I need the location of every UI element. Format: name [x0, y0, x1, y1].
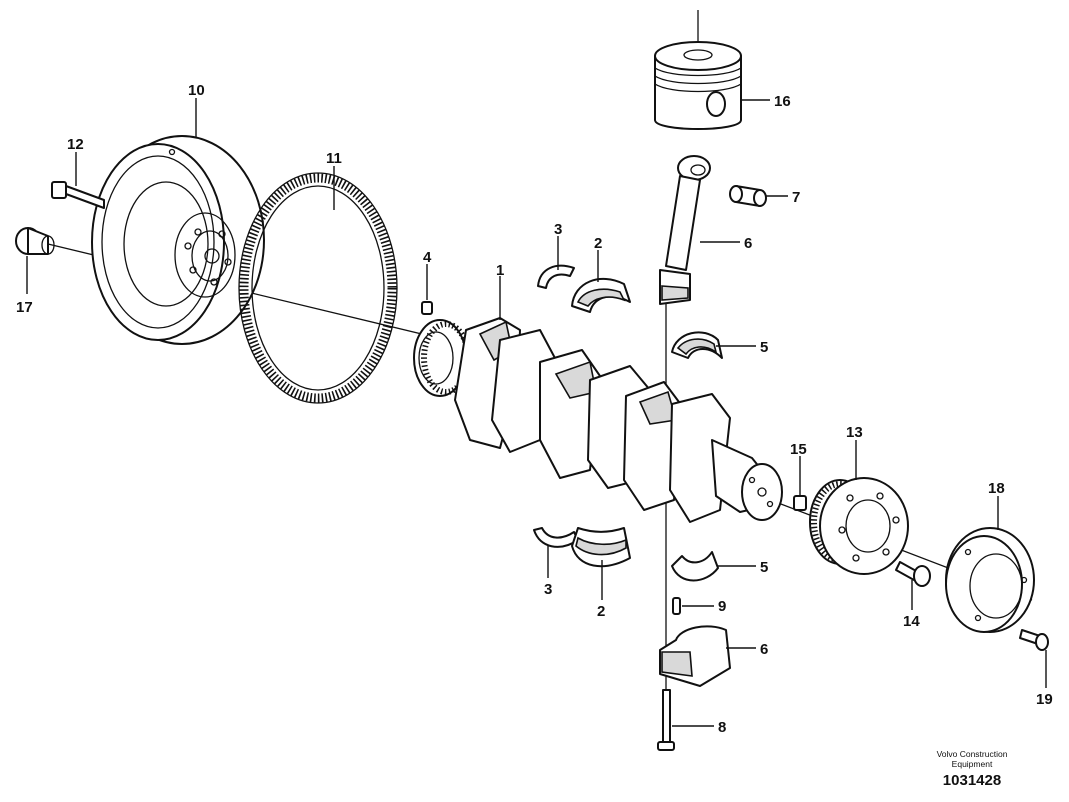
part-1-crankshaft — [413, 317, 783, 523]
callout-numbers: 10 12 11 17 4 1 3 2 16 7 6 5 15 13 18 3 … — [16, 82, 1053, 736]
callout-12: 12 — [67, 136, 84, 153]
callout-15: 15 — [790, 441, 807, 458]
part-19-bolt — [1019, 629, 1049, 651]
part-15-pin — [793, 495, 807, 511]
part-6-connecting-rod — [659, 155, 711, 305]
part-7-piston-pin — [729, 185, 767, 207]
callout-2-lower: 2 — [597, 603, 605, 620]
part-13-pulley — [809, 477, 909, 575]
part-3-thrust-washer-lower — [533, 527, 579, 548]
callout-17: 17 — [16, 299, 33, 316]
callout-14: 14 — [903, 613, 920, 630]
callout-7: 7 — [792, 189, 800, 206]
callout-9: 9 — [718, 598, 726, 615]
callout-13: 13 — [846, 424, 863, 441]
callout-6-lower: 6 — [760, 641, 768, 658]
credit-company-line1: Volvo Construction — [937, 749, 1008, 759]
callout-5-upper: 5 — [760, 339, 768, 356]
callout-5-lower: 5 — [760, 559, 768, 576]
part-16-piston — [654, 41, 742, 130]
credit-company-line2: Equipment — [952, 759, 993, 769]
figure-number: 1031428 — [943, 772, 1001, 789]
part-14-bolt — [895, 561, 931, 587]
callout-2-upper: 2 — [594, 235, 602, 252]
callout-leader-lines — [26, 98, 1047, 727]
callout-19: 19 — [1036, 691, 1053, 708]
callout-3-upper: 3 — [554, 221, 562, 238]
part-9-dowel — [672, 597, 681, 615]
part-6-rod-cap — [659, 625, 731, 687]
part-12-bolt — [51, 181, 105, 209]
credit-block: Volvo Construction Equipment 1031428 — [937, 749, 1008, 789]
part-3-thrust-washer-upper — [537, 264, 575, 289]
part-11-ring-gear — [238, 172, 398, 404]
callout-11: 11 — [326, 150, 342, 167]
part-18-hub — [945, 527, 1035, 633]
callout-10: 10 — [188, 82, 205, 99]
callout-1: 1 — [496, 262, 504, 279]
callout-8: 8 — [718, 719, 726, 736]
part-2-main-bearing-upper — [571, 278, 631, 313]
part-5-rod-bearing-lower — [671, 551, 719, 582]
callout-4: 4 — [423, 249, 432, 266]
callout-6-upper: 6 — [744, 235, 752, 252]
part-8-rod-bolt — [657, 689, 675, 751]
part-2-main-bearing-lower — [571, 527, 631, 567]
callout-16: 16 — [774, 93, 791, 110]
callout-3-lower: 3 — [544, 581, 552, 598]
part-5-rod-bearing-upper — [671, 331, 723, 359]
part-4-pin — [421, 301, 433, 315]
part-10-damper — [91, 135, 265, 345]
callout-18: 18 — [988, 480, 1005, 497]
part-17-bushing — [15, 227, 55, 255]
